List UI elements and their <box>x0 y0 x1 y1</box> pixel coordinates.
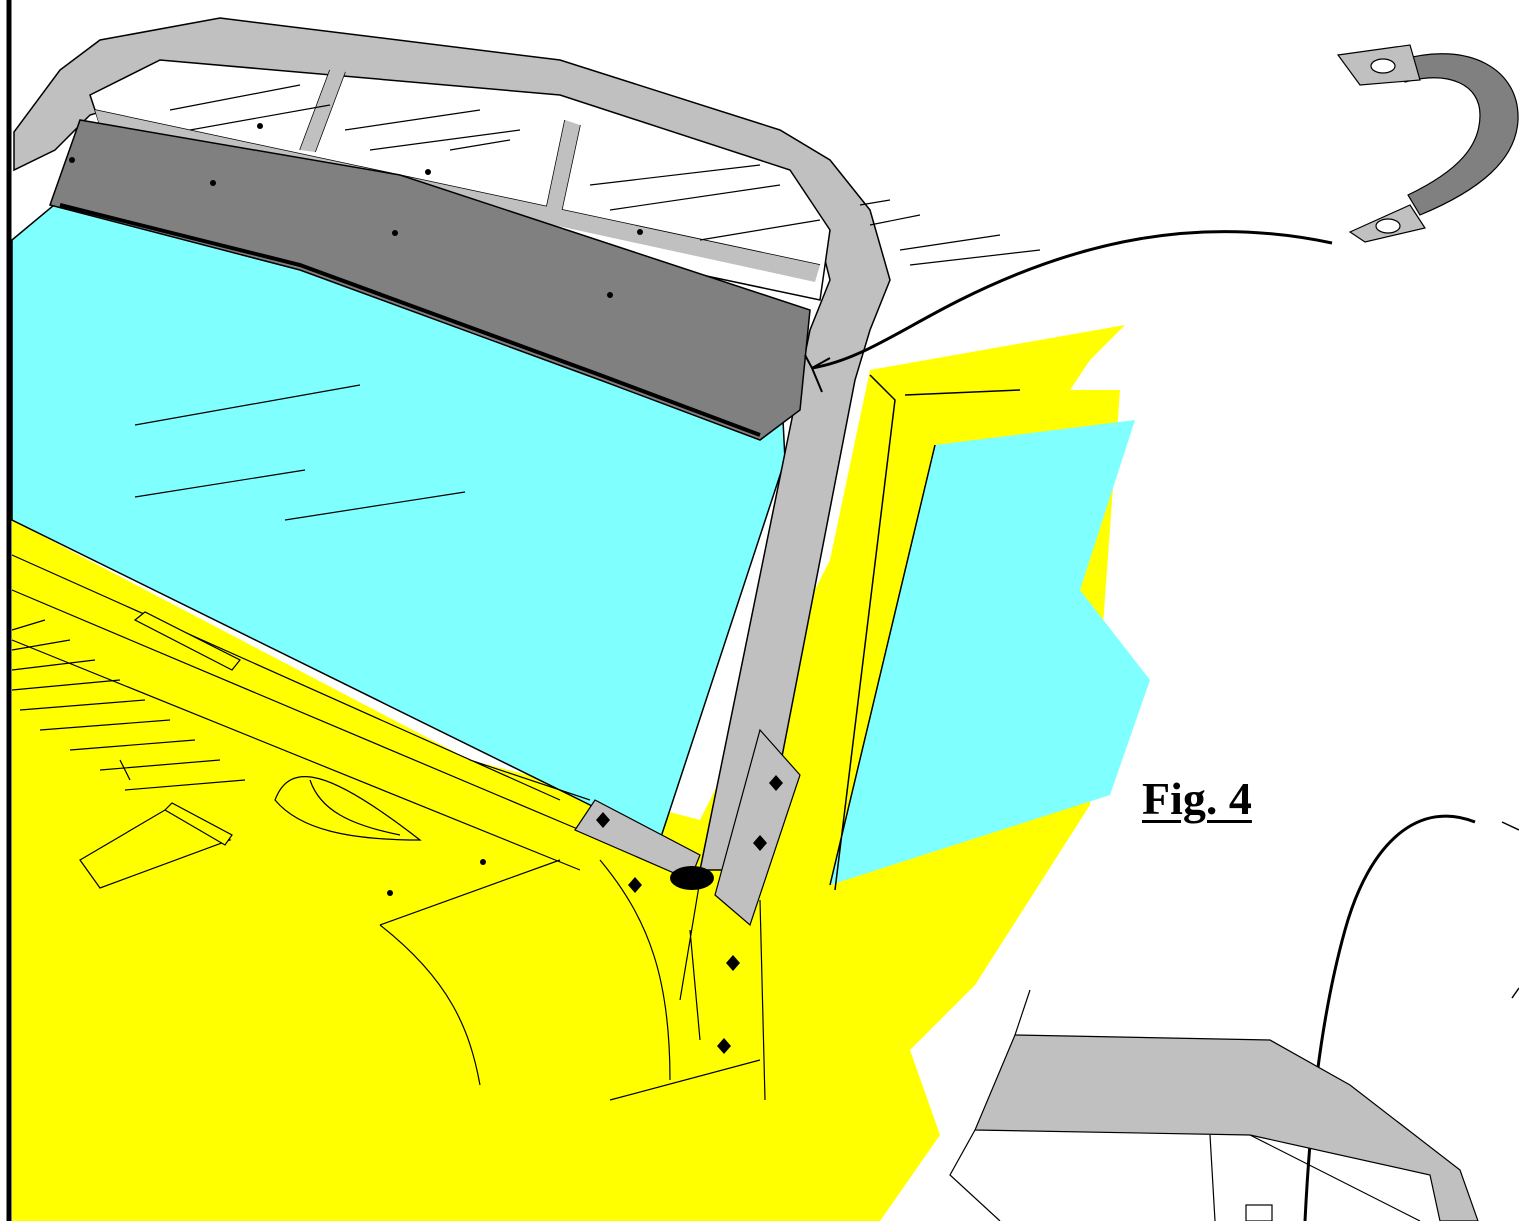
figure-label: Fig. 4 <box>1142 773 1252 824</box>
partial-arrow-marks <box>1501 821 1519 999</box>
sun-visor <box>49 119 811 441</box>
frame-rails-fill <box>95 70 820 282</box>
callout-leader-line <box>811 230 1333 370</box>
mounting-bolts <box>387 775 783 1054</box>
hood-latch-lower <box>79 809 232 889</box>
strap-hole-bottom <box>1375 218 1401 234</box>
vehicle-body <box>12 325 1125 1221</box>
hood-lines <box>11 554 591 871</box>
visor-screws <box>69 123 643 298</box>
glass-reflections <box>134 384 466 521</box>
lower-bracket-slot <box>1245 1204 1273 1221</box>
lower-bracket-part <box>974 1034 1479 1221</box>
hood-vents <box>11 619 246 791</box>
door-window-glass <box>830 420 1150 885</box>
fender-lines <box>379 859 766 1101</box>
door-outline <box>829 374 1021 891</box>
cowl-scoop <box>274 776 422 841</box>
lower-bracket-inner <box>949 989 1421 1221</box>
visor-edge <box>59 203 761 437</box>
pillar-base-knob <box>670 866 714 890</box>
callout-arrowhead <box>804 354 831 393</box>
roof-hatching <box>169 84 1041 266</box>
hood-latch-upper <box>133 611 241 671</box>
strap-hole-top <box>1370 58 1396 74</box>
hinge-strap <box>1399 53 1519 216</box>
hood-latch-lower-clip <box>164 802 233 846</box>
